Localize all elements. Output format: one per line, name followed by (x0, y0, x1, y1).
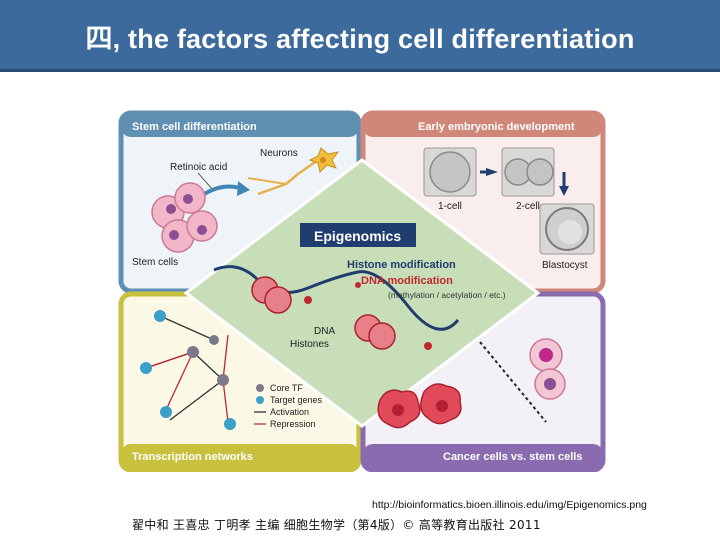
blastocyst-label: Blastocyst (542, 260, 588, 271)
one-cell-embryo (429, 151, 471, 193)
cancer-nucleus-2 (436, 400, 448, 412)
target-gene-node-3 (160, 406, 172, 418)
target-gene-node-4 (224, 418, 236, 430)
legend-target-genes-dot (256, 396, 264, 404)
stem-like-nucleus-2 (544, 378, 556, 390)
retinoic-arrowhead (237, 181, 250, 196)
two-to-blastocyst-arrowhead (559, 186, 569, 196)
dna-modification-label: DNA modification (361, 275, 453, 287)
embryonic-panel-header (363, 113, 603, 137)
core-tf-node-1 (187, 346, 199, 358)
stem-cell-nucleus-1 (166, 204, 176, 214)
epigenomics-box (300, 223, 416, 247)
legend-core-tf-label: Core TF (270, 383, 303, 393)
histones-label: Histones (290, 339, 329, 350)
legend-repression-label: Repression (270, 419, 316, 429)
epigenomics-figure: Stem cell differentiation Early embryoni… (118, 110, 606, 472)
network-edge-7 (222, 334, 229, 381)
stem-cell-nucleus-2 (183, 194, 193, 204)
target-gene-node-2 (140, 362, 152, 374)
target-gene-node-1 (154, 310, 166, 322)
stem-cell-nucleus-3 (169, 230, 179, 240)
methyl-mark-1 (304, 296, 312, 304)
core-tf-node-2 (217, 374, 229, 386)
dna-modification-sublabel: (methylation / acetylation / etc.) (388, 290, 506, 300)
blastocyst-cavity (558, 220, 582, 244)
epigenomics-label: Epigenomics (314, 228, 401, 244)
dna-strand (213, 265, 460, 331)
legend-target-genes-label: Target genes (270, 395, 323, 405)
network-edge-6 (169, 379, 224, 421)
network-edge-8 (222, 379, 229, 423)
one-to-two-arrow (486, 168, 498, 176)
methyl-mark-3 (355, 282, 361, 288)
citation: 翟中和 王喜忠 丁明孝 主编 细胞生物学（第4版）© 高等教育出版社 2011 (132, 518, 541, 532)
two-cell-blastomere-2 (526, 158, 554, 186)
histone-modification-label: Histone modification (347, 259, 456, 271)
stem-cell-nucleus-4 (197, 225, 207, 235)
cancer-nucleus-1 (392, 404, 404, 416)
embryonic-heading: Early embryonic development (418, 121, 575, 133)
dna-label: DNA (314, 326, 335, 337)
network-edge-3 (145, 351, 194, 369)
center-diamond (183, 158, 541, 428)
stem-cells-label: Stem cells (132, 257, 178, 268)
stem-like-nucleus-1 (539, 348, 553, 362)
neurons-label: Neurons (260, 148, 298, 159)
transcription-heading: Transcription networks (132, 451, 253, 463)
cancer-divider-line (479, 341, 547, 423)
slide-title: 四, the factors affecting cell differenti… (85, 23, 635, 54)
network-edge-4 (192, 351, 224, 381)
legend-core-tf-dot (256, 384, 264, 392)
network-edge-1 (159, 315, 215, 341)
histone-cluster-1b (264, 286, 292, 314)
neuron-axon-2 (247, 177, 287, 185)
two-cell-label: 2-cell (516, 201, 540, 212)
epigenomics-diagram: Stem cell differentiation Early embryoni… (118, 110, 606, 472)
cancer-panel-footer (363, 444, 603, 470)
source-url: http://bioinformatics.bioen.illinois.edu… (372, 499, 647, 511)
cancer-heading: Cancer cells vs. stem cells (443, 451, 582, 463)
stem-cell-heading: Stem cell differentiation (132, 121, 257, 133)
histone-cluster-2b (368, 322, 396, 350)
one-cell-label: 1-cell (438, 201, 462, 212)
retinoic-acid-label: Retinoic acid (170, 162, 227, 173)
stem-cell-panel-header (121, 113, 359, 137)
core-tf-node-3 (209, 335, 219, 345)
network-edge-5 (165, 351, 194, 411)
title-bar (0, 0, 720, 72)
retinoic-pointer (197, 172, 214, 191)
legend-activation-label: Activation (270, 407, 309, 417)
methyl-mark-2 (424, 342, 432, 350)
neuron-nucleus (320, 157, 326, 163)
transcription-panel-footer (121, 444, 359, 470)
neuron-axon (257, 158, 319, 196)
